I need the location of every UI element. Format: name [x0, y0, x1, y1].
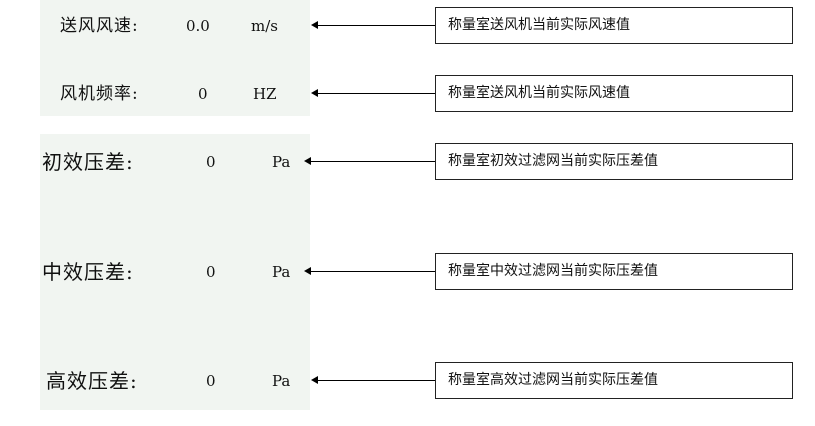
- fan-frequency-value[interactable]: 0: [198, 85, 208, 103]
- supply-air-speed-row: 送风风速: 0.0 m/s 称量室送风机当前实际风速值: [0, 7, 815, 44]
- fan-frequency-unit: HZ: [253, 85, 277, 103]
- fan-frequency-label: 风机频率:: [60, 84, 139, 104]
- supply-air-speed-value[interactable]: 0.0: [186, 17, 210, 35]
- medium-pressure-value[interactable]: 0: [206, 263, 216, 281]
- fan-frequency-row: 风机频率: 0 HZ 称量室送风机当前实际风速值: [0, 75, 815, 112]
- high-pressure-unit: Pa: [272, 372, 291, 390]
- supply-air-speed-note: 称量室送风机当前实际风速值: [435, 7, 793, 44]
- hmi-panel-top: [40, 0, 310, 116]
- primary-pressure-note: 称量室初效过滤网当前实际压差值: [435, 143, 793, 180]
- medium-pressure-label: 中效压差:: [42, 260, 134, 284]
- hmi-panel-bottom: [40, 134, 310, 410]
- fan-frequency-note: 称量室送风机当前实际风速值: [435, 75, 793, 112]
- primary-pressure-row: 初效压差: 0 Pa 称量室初效过滤网当前实际压差值: [0, 143, 815, 180]
- high-pressure-note: 称量室高效过滤网当前实际压差值: [435, 362, 793, 399]
- callout-arrow: [304, 157, 435, 165]
- high-pressure-row: 高效压差: 0 Pa 称量室高效过滤网当前实际压差值: [0, 362, 815, 399]
- medium-pressure-row: 中效压差: 0 Pa 称量室中效过滤网当前实际压差值: [0, 253, 815, 290]
- primary-pressure-label: 初效压差:: [42, 150, 134, 174]
- medium-pressure-note: 称量室中效过滤网当前实际压差值: [435, 253, 793, 290]
- primary-pressure-unit: Pa: [272, 153, 291, 171]
- callout-arrow: [311, 376, 435, 384]
- supply-air-speed-label: 送风风速:: [60, 16, 139, 36]
- callout-arrow: [304, 267, 435, 275]
- primary-pressure-value[interactable]: 0: [206, 153, 216, 171]
- medium-pressure-unit: Pa: [272, 263, 291, 281]
- high-pressure-label: 高效压差:: [46, 369, 138, 393]
- supply-air-speed-unit: m/s: [251, 17, 278, 35]
- callout-arrow: [311, 89, 435, 97]
- callout-arrow: [311, 21, 435, 29]
- high-pressure-value[interactable]: 0: [206, 372, 216, 390]
